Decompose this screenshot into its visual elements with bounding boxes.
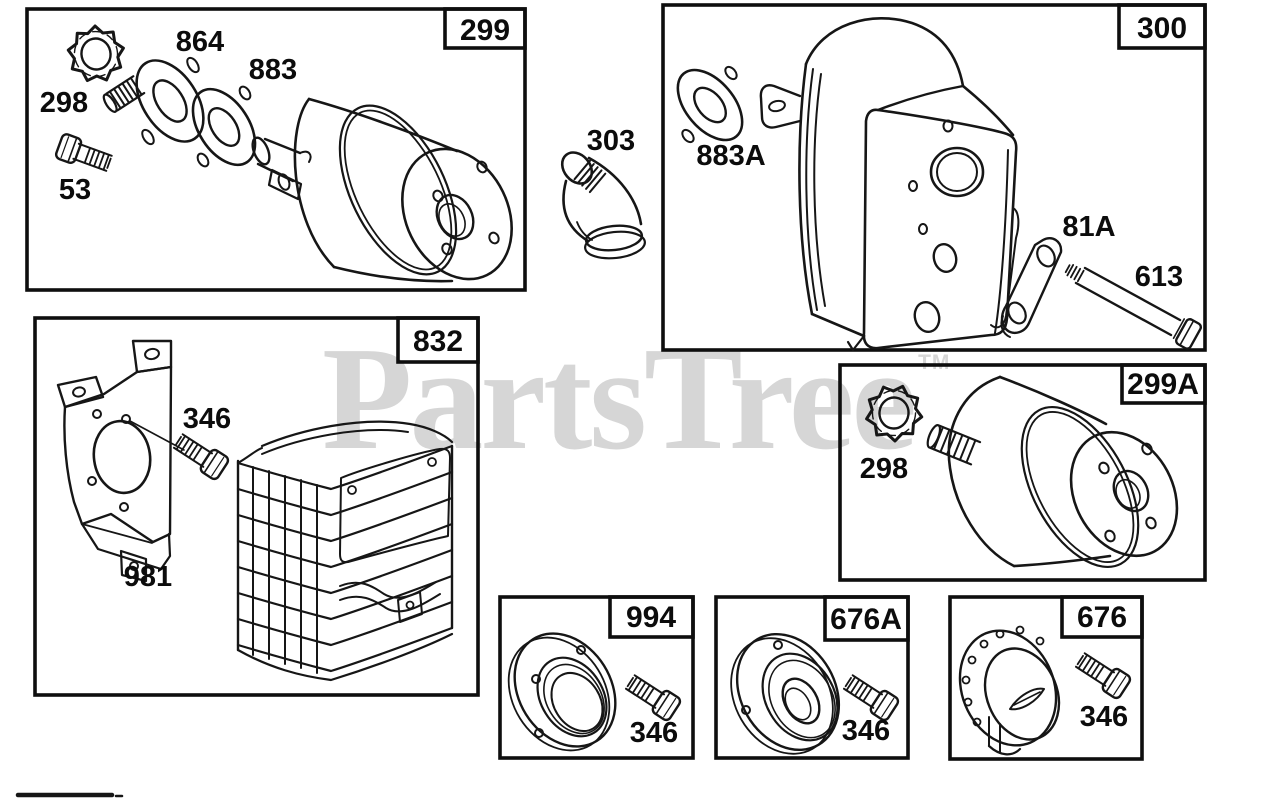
section-676A-label[interactable]: 676A — [830, 603, 902, 636]
section-299A-label[interactable]: 299A — [1127, 368, 1199, 401]
section-994-label-box[interactable] — [608, 595, 695, 639]
part-label-298[interactable]: 298 — [40, 87, 88, 119]
section-676-label[interactable]: 676 — [1077, 601, 1127, 634]
part-label-298A[interactable]: 298 — [860, 453, 908, 485]
section-994: 994 346 — [498, 595, 695, 760]
long-bolt-613-drawing — [1064, 264, 1203, 350]
section-299-label[interactable]: 299 — [460, 14, 510, 47]
gasket-883A-drawing — [676, 65, 744, 144]
section-676A: 676A 346 — [714, 595, 910, 760]
bolt-346-832-drawing — [170, 428, 232, 482]
section-676-frame — [948, 595, 1144, 761]
cropped-section-edge — [15, 792, 124, 798]
muffler-299A-drawing — [926, 375, 1179, 569]
section-300: 300 — [661, 3, 1207, 352]
deflector-676A-drawing — [730, 632, 841, 755]
section-832-label[interactable]: 832 — [413, 325, 463, 358]
strap-81A-drawing — [1000, 237, 1063, 338]
section-299A-label-box[interactable] — [1120, 363, 1207, 405]
section-676-label-box[interactable] — [1060, 595, 1144, 639]
section-300-frame — [661, 3, 1207, 352]
section-299A-frame — [838, 363, 1207, 582]
section-832: 832 — [33, 316, 480, 697]
part-label-346-832[interactable]: 346 — [183, 403, 231, 435]
section-299-label-box[interactable] — [443, 7, 527, 50]
section-676A-frame — [714, 595, 910, 760]
gasket-883-drawing — [191, 85, 257, 168]
section-676A-label-box[interactable] — [823, 595, 910, 642]
section-300-label[interactable]: 300 — [1137, 12, 1187, 45]
part-label-53[interactable]: 53 — [59, 174, 91, 206]
muffler-300-drawing — [759, 16, 1020, 352]
deflector-676-drawing — [958, 625, 1061, 756]
section-994-frame — [498, 595, 695, 760]
part-label-346-994[interactable]: 346 — [630, 717, 678, 749]
part-label-346-676[interactable]: 346 — [1080, 701, 1128, 733]
part-label-981[interactable]: 981 — [124, 561, 172, 593]
lock-nut-298-drawing — [63, 19, 131, 88]
section-300-label-box[interactable] — [1117, 3, 1207, 50]
section-299: 299 — [25, 7, 527, 292]
part-label-303[interactable]: 303 — [587, 125, 635, 157]
section-994-label[interactable]: 994 — [626, 601, 676, 634]
part-label-883A[interactable]: 883A — [696, 140, 765, 172]
watermark-trademark: TM — [918, 351, 951, 374]
bolt-53-drawing — [53, 131, 115, 177]
pipe-fitting-864-drawing — [102, 56, 205, 146]
heat-shield-cage-drawing — [236, 420, 454, 682]
section-299-frame — [25, 7, 527, 292]
muffler-299-drawing — [251, 97, 513, 283]
lock-nut-298A-drawing — [862, 380, 928, 446]
bracket-981-drawing — [56, 339, 185, 583]
section-299A: 299A — [838, 363, 1207, 582]
section-832-frame — [33, 316, 480, 697]
elbow-303-drawing: 303 — [560, 125, 646, 260]
section-832-label-box[interactable] — [396, 316, 480, 364]
bolt-346-676-drawing — [1072, 647, 1134, 701]
part-label-864[interactable]: 864 — [176, 26, 224, 58]
part-label-613[interactable]: 613 — [1135, 261, 1183, 293]
part-label-883[interactable]: 883 — [249, 54, 297, 86]
section-676: 676 346 — [948, 595, 1144, 761]
part-label-81A[interactable]: 81A — [1062, 211, 1115, 243]
deflector-994-drawing — [507, 632, 617, 752]
part-label-346-676A[interactable]: 346 — [842, 715, 890, 747]
bolt-346-994-drawing — [622, 669, 684, 723]
